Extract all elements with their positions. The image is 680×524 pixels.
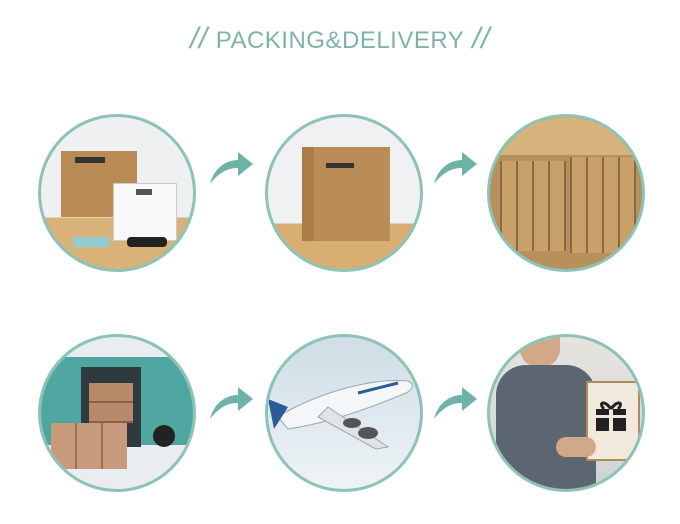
arrow-icon bbox=[210, 387, 253, 419]
box-side bbox=[302, 147, 314, 241]
box-label bbox=[75, 157, 105, 163]
box-flaps bbox=[490, 117, 642, 155]
boxes-stack bbox=[51, 423, 127, 469]
step-cartons-in-master-box bbox=[487, 114, 645, 272]
courier-face bbox=[520, 337, 560, 367]
van-wheel bbox=[153, 425, 175, 447]
courier-hand bbox=[556, 437, 596, 457]
gift-icon bbox=[596, 401, 626, 431]
step-courier-delivery bbox=[487, 334, 645, 492]
boxes-in-van bbox=[89, 383, 133, 423]
carton-box bbox=[302, 147, 390, 241]
step-packed-carton bbox=[265, 114, 423, 272]
title-decoration-left: // bbox=[190, 22, 208, 55]
box-label bbox=[326, 163, 354, 168]
step-product-with-box bbox=[38, 114, 196, 272]
airplane-icon bbox=[268, 379, 413, 450]
carton-stack-left bbox=[500, 161, 566, 251]
arrow-icon bbox=[210, 152, 253, 184]
product-display bbox=[136, 189, 152, 195]
step-van-loading bbox=[38, 334, 196, 492]
section-title: // PACKING&DELIVERY // bbox=[0, 22, 680, 56]
arrow-icon bbox=[434, 387, 477, 419]
courier-uniform bbox=[496, 365, 596, 489]
title-decoration-right: // bbox=[472, 22, 490, 55]
title-text: PACKING&DELIVERY bbox=[215, 27, 465, 54]
power-adapter bbox=[127, 237, 167, 247]
carton-stack-right bbox=[570, 157, 636, 253]
arrow-icon bbox=[434, 152, 477, 184]
accessory bbox=[73, 237, 109, 247]
step-air-freight bbox=[265, 334, 423, 492]
